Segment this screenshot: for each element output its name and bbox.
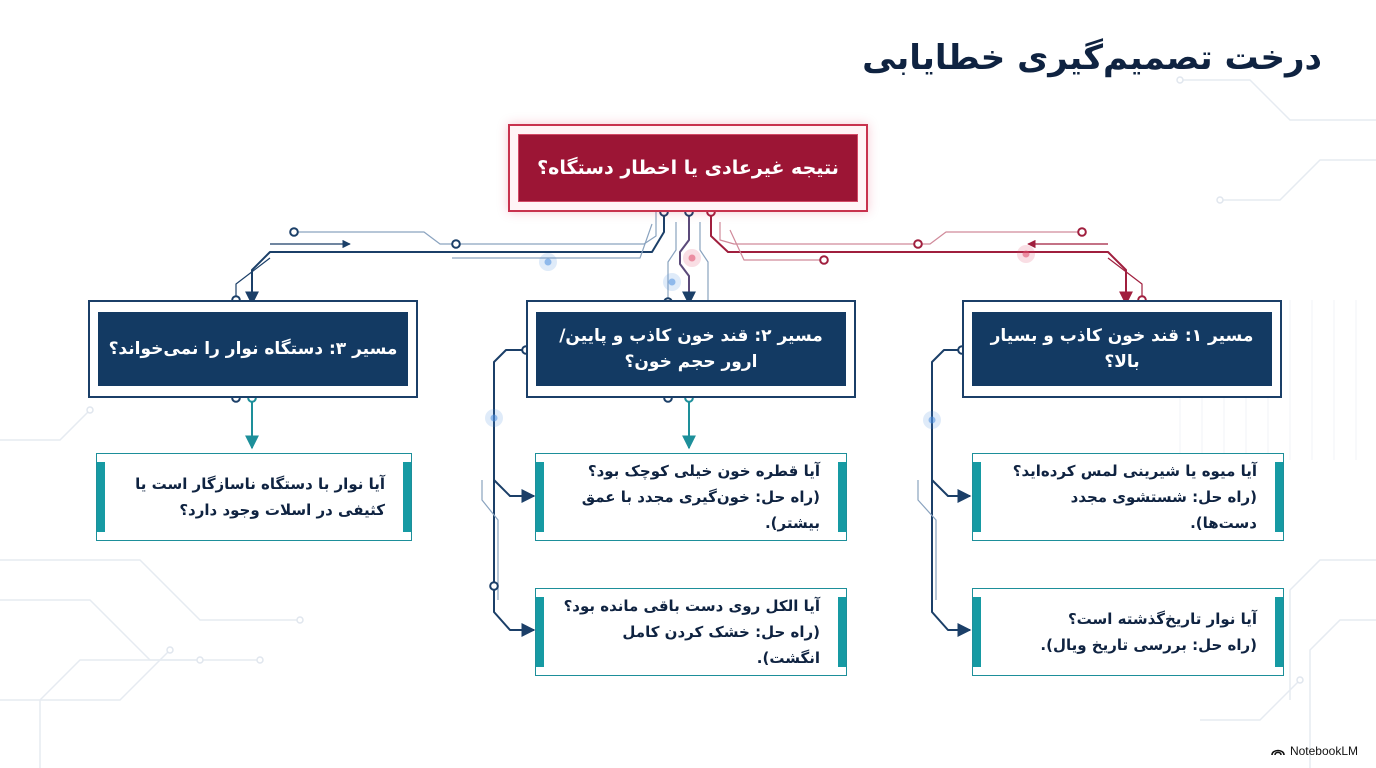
connector-trace (452, 223, 653, 259)
path-node-1-line: مسیر ۱: قند خون کاذب و بسیار بالا؟ (990, 325, 1254, 372)
background-trace-node (1216, 196, 1224, 204)
path-node-3-line: مسیر ۳: دستگاه نوار را نمی‌خواند؟ (108, 338, 398, 359)
notebooklm-logo-icon (1271, 749, 1285, 756)
path-node-1-label: مسیر ۱: قند خون کاذب و بسیار بالا؟ (972, 312, 1272, 386)
connector-trace (719, 222, 1082, 245)
page-title: درخت تصمیم‌گیری خطایابی (862, 38, 1322, 78)
question-text: آیا قطره خون خیلی کوچک بود؟ (587, 461, 820, 480)
solution-text: کثیفی در اسلات وجود دارد؟ (179, 501, 385, 519)
connector-trace (917, 480, 937, 600)
connector-path-2-to-question-2 (493, 470, 536, 637)
background-trace-node (296, 616, 304, 624)
path-node-3: مسیر ۳: دستگاه نوار را نمی‌خواند؟ (88, 300, 418, 398)
connector-node (1077, 227, 1087, 237)
question-box-path1-2: آیا نوار تاریخ‌گذشته است؟ (راه حل: بررسی… (972, 588, 1284, 676)
connector-trace (294, 212, 657, 245)
root-node: نتیجه غیرعادی یا اخطار دستگاه؟ (508, 124, 868, 212)
connector-root-to-path-1 (710, 212, 1133, 306)
connector-node (819, 255, 829, 265)
background-trace (0, 409, 91, 441)
solution-text: (راه حل: شستشوی مجدد دست‌ها). (1070, 487, 1257, 533)
path-node-1: مسیر ۱: قند خون کاذب و بسیار بالا؟ (962, 300, 1282, 398)
question-box-path1-1: آیا میوه یا شیرینی لمس کرده‌اید؟ (راه حل… (972, 453, 1284, 541)
connector-trace (699, 222, 709, 300)
solution-text: (راه حل: خون‌گیری مجدد با عمق بیشتر). (581, 487, 820, 533)
background-trace (1200, 679, 1301, 721)
connector-trace (235, 257, 271, 300)
path-node-2: مسیر ۲: قند خون کاذب و پایین/ ارور حجم خ… (526, 300, 856, 398)
connector-node (289, 227, 299, 237)
connector-path-1-to-question-2 (931, 470, 972, 637)
question-text: آیا میوه یا شیرینی لمس کرده‌اید؟ (1012, 461, 1257, 480)
connector-glow (928, 416, 936, 424)
background-trace-node (166, 646, 174, 654)
connector-trace (1107, 257, 1143, 300)
question-text: آیا نوار با دستگاه ناسازگار است یا (135, 474, 385, 493)
root-node-label: نتیجه غیرعادی یا اخطار دستگاه؟ (518, 134, 858, 202)
connector-trace (667, 222, 677, 300)
connector-glow (668, 278, 676, 286)
path-node-2-line: مسیر ۲: قند خون کاذب و پایین/ (559, 325, 823, 346)
background-trace-node (1176, 76, 1184, 84)
background-trace (0, 599, 260, 661)
connector-glow (544, 258, 552, 266)
question-box-path2-2: آیا الکل روی دست باقی مانده بود؟ (راه حل… (535, 588, 847, 676)
background-trace-node (1296, 676, 1304, 684)
question-text: آیا نوار تاریخ‌گذشته است؟ (1067, 609, 1257, 628)
connector-glow (490, 414, 498, 422)
background-trace (1220, 159, 1376, 201)
connector-trace (729, 229, 820, 261)
connector-root-to-path-3 (245, 212, 665, 306)
question-box-path3-1: آیا نوار با دستگاه ناسازگار است یا کثیفی… (96, 453, 412, 541)
background-trace (0, 559, 300, 621)
background-trace (1309, 619, 1376, 768)
solution-text: (راه حل: خشک کردن کامل انگشت). (622, 622, 820, 668)
path-node-2-line: ارور حجم خون؟ (624, 352, 758, 372)
path-node-3-label: مسیر ۳: دستگاه نوار را نمی‌خواند؟ (98, 312, 408, 386)
connector-trace (481, 480, 499, 600)
connector-node (451, 239, 461, 249)
connector-node (489, 581, 499, 591)
brand-name: NotebookLM (1289, 744, 1358, 758)
background-trace (39, 659, 200, 768)
path-node-2-label: مسیر ۲: قند خون کاذب و پایین/ ارور حجم خ… (536, 312, 846, 386)
brand-watermark: NotebookLM (1271, 744, 1358, 758)
connector-node (913, 239, 923, 249)
background-trace (1180, 79, 1376, 121)
connector-glow (1022, 250, 1030, 258)
background-trace-node (256, 656, 264, 664)
question-text: آیا الکل روی دست باقی مانده بود؟ (563, 596, 820, 615)
background-trace-node (86, 406, 94, 414)
connector-glow (688, 254, 696, 262)
question-box-path2-1: آیا قطره خون خیلی کوچک بود؟ (راه حل: خون… (535, 453, 847, 541)
background-trace (1289, 559, 1376, 700)
background-trace-node (196, 656, 204, 664)
connector-root-to-path-2 (679, 212, 696, 306)
solution-text: (راه حل: بررسی تاریخ ویال). (1040, 636, 1257, 654)
